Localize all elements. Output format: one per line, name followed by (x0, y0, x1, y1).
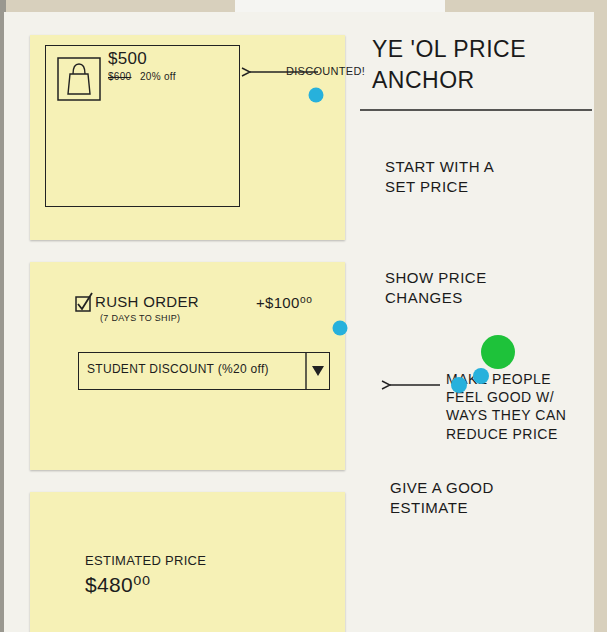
bag-icon (68, 64, 90, 94)
note-text: GIVE A GOOD ESTIMATE (390, 478, 510, 517)
old-price: $600 (108, 71, 131, 83)
title-underline (360, 109, 592, 110)
leader-arrow (390, 384, 440, 385)
vote-dot (481, 335, 515, 369)
dropdown-text: STUDENT DISCOUNT (%20 off) (87, 363, 269, 377)
image-placeholder (58, 58, 100, 100)
option-text: RUSH ORDER (95, 293, 199, 310)
product-card: $500 $600 20% off (45, 45, 240, 207)
sticky-note: RUSH ORDER (7 DAYS TO SHIP) +$100⁰⁰ STUDENT… (30, 262, 345, 470)
vote-dot (473, 368, 489, 384)
title: YE 'OL PRICE ANCHOR (372, 34, 587, 96)
option-note: (7 DAYS TO SHIP) (100, 313, 180, 323)
estimate-label: ESTIMATED PRICE (85, 554, 206, 569)
dropdown-box: STUDENT DISCOUNT (%20 off) (78, 352, 330, 390)
callout-text: DISCOUNTED! (286, 65, 365, 78)
check-mark (78, 293, 92, 309)
sticky-note: DISCOUNTED!$500$60020% off (30, 35, 345, 240)
note-text: SHOW PRICE CHANGES (385, 268, 495, 307)
vote-dot (451, 377, 467, 393)
leader-arrow (250, 71, 318, 72)
discount-text: 20% off (140, 71, 176, 83)
price-text: $480⁰⁰ (85, 573, 150, 597)
upper-sheet (235, 0, 445, 14)
vote-dot (309, 88, 324, 103)
vote-dot (333, 321, 348, 336)
note-text: MAKE PEOPLE FEEL GOOD W/ WAYS THEY CAN R… (446, 370, 591, 443)
note-text: START WITH A SET PRICE (385, 157, 495, 196)
price-text: $500 (108, 49, 147, 69)
dropdown-divider (305, 353, 306, 389)
dropdown-triangle (312, 366, 324, 376)
checkbox (76, 297, 90, 311)
price-text: +$100⁰⁰ (256, 294, 312, 311)
sticky-note: ESTIMATED PRICE $480⁰⁰ (30, 492, 345, 632)
